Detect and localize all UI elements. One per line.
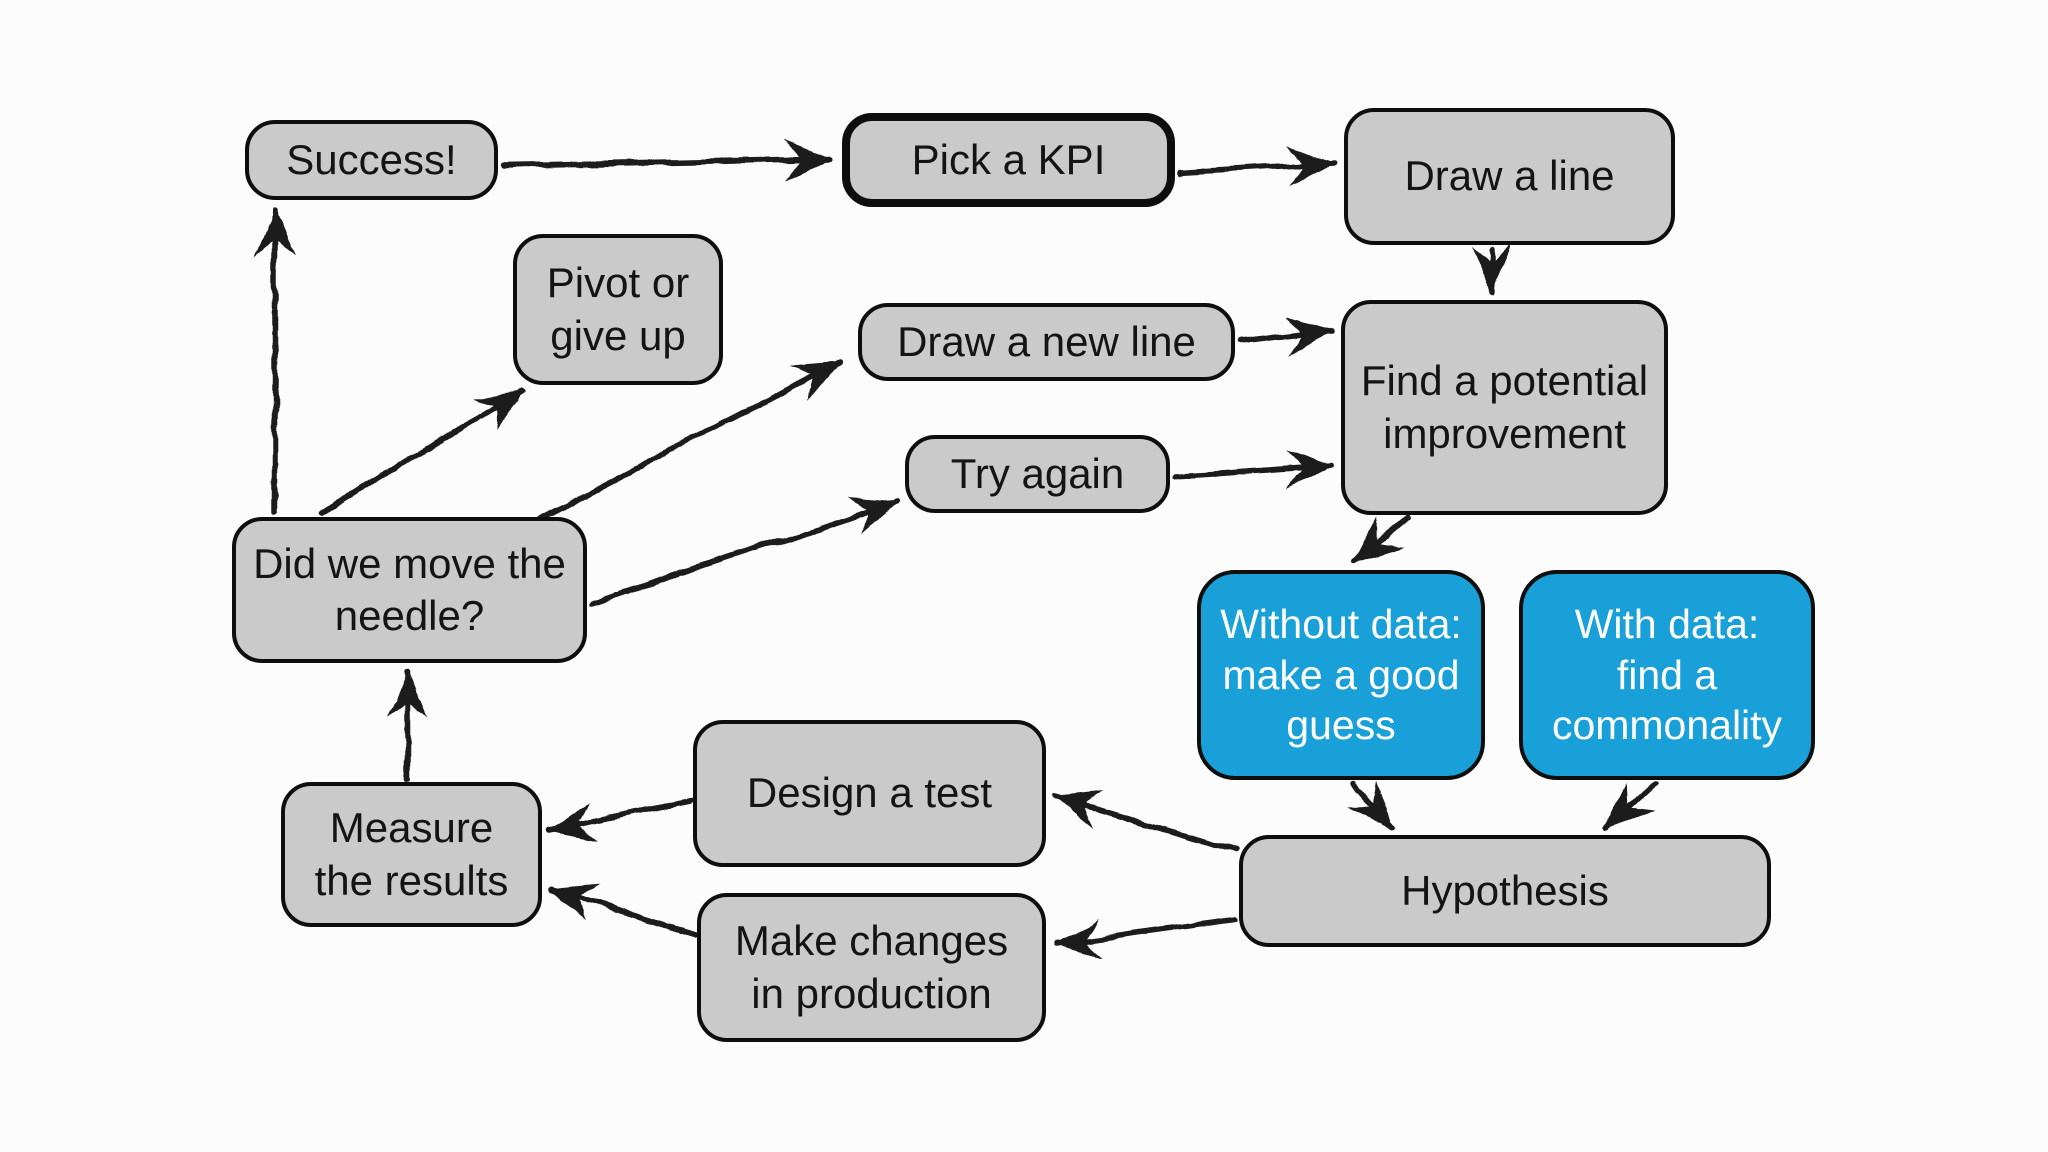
node-success: Success! [245, 120, 498, 200]
node-try-again: Try again [905, 435, 1170, 513]
arrow-without-data-to-hypothesis [1346, 780, 1395, 831]
node-design-a-test: Design a test [693, 720, 1046, 867]
node-label-line: guess [1286, 702, 1396, 749]
arrow-with-data-to-hypothesis [1603, 780, 1658, 831]
arrow-find-improvement-to-without-data [1353, 515, 1411, 565]
arrow-did-we-move-to-try-again [589, 497, 900, 606]
node-label-line: the results [314, 856, 509, 904]
arrow-pick-a-kpi-to-draw-a-line [1178, 145, 1337, 186]
node-label-line: With data: [1574, 600, 1760, 647]
node-label-line: Measure [329, 804, 494, 852]
node-label-line: commonality [1551, 702, 1783, 749]
node-label-line: Make changes [734, 917, 1009, 965]
node-label-line: Did we move the [253, 539, 566, 587]
node-label-line: Success! [286, 135, 457, 183]
node-label-line: Find a potential [1360, 357, 1649, 405]
node-did-we-move: Did we move the needle? [232, 517, 587, 663]
node-label-line: needle? [334, 592, 485, 639]
node-label-line: Design a test [746, 769, 993, 817]
node-label-line: make a good [1222, 651, 1460, 698]
node-label-line: Pivot or [546, 259, 690, 307]
node-label-line: find a [1616, 651, 1718, 698]
node-label-line: Draw a new line [897, 317, 1196, 365]
node-label-line: Pick a KPI [911, 135, 1106, 183]
node-pick-a-kpi: Pick a KPI [842, 113, 1175, 207]
node-hypothesis: Hypothesis [1239, 835, 1771, 947]
node-label-line: Draw a line [1404, 152, 1615, 200]
node-draw-a-line: Draw a line [1344, 108, 1675, 245]
arrow-hypothesis-to-make-changes [1051, 916, 1238, 958]
arrow-did-we-move-to-draw-a-new-line [537, 359, 843, 521]
arrow-did-we-move-to-pivot-or-give-up [317, 387, 527, 517]
arrow-hypothesis-to-design-a-test [1051, 790, 1238, 854]
arrow-design-a-test-to-measure-results [546, 798, 693, 841]
arrow-try-again-to-find-improvement [1172, 449, 1335, 490]
arrow-draw-a-new-line-to-find-improvement [1237, 316, 1335, 357]
node-label-line: Try again [950, 449, 1125, 497]
node-label-line: give up [550, 311, 686, 359]
arrow-make-changes-to-measure-results [547, 883, 697, 937]
node-label-line: in production [751, 969, 992, 1017]
node-draw-a-new-line: Draw a new line [858, 303, 1235, 381]
node-label-line: improvement [1383, 409, 1626, 457]
arrow-success-to-pick-a-kpi [501, 139, 833, 180]
node-label-line: Hypothesis [1401, 866, 1609, 914]
node-label-line: Without data: [1220, 600, 1462, 647]
